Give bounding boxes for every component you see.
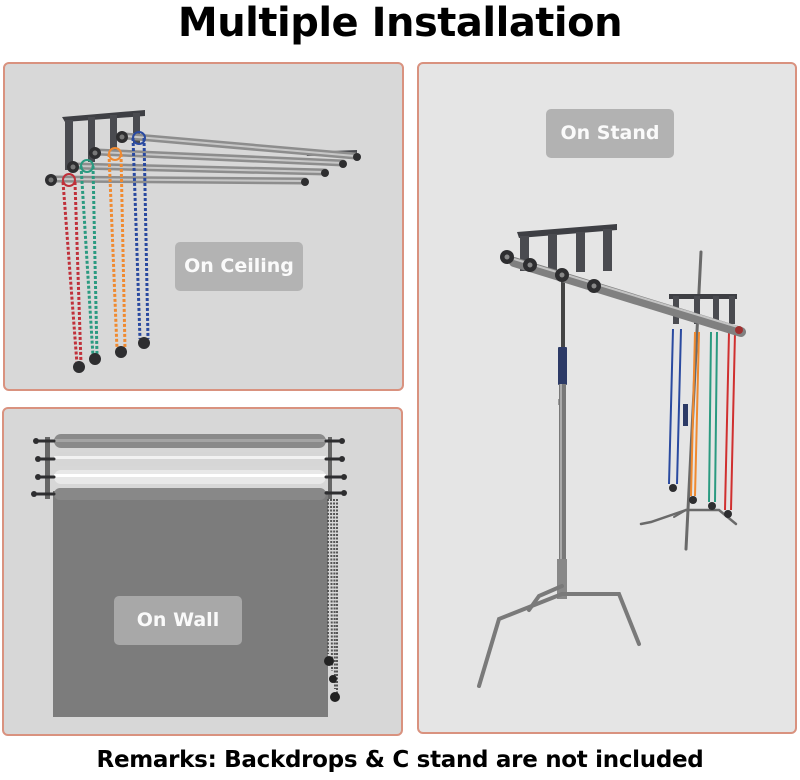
stand-rail-illustration	[477, 224, 746, 688]
remarks-note: Remarks: Backdrops & C stand are not inc…	[96, 747, 704, 773]
on-stand-label: On Stand	[546, 109, 674, 158]
page-title: Multiple Installation	[177, 0, 623, 46]
on-wall-label: On Wall	[114, 596, 242, 645]
on-ceiling-label: On Ceiling	[175, 242, 303, 291]
panel-on-stand: On Stand	[417, 62, 797, 734]
ceiling-rail-illustration	[45, 110, 361, 373]
panel-on-ceiling: On Ceiling	[3, 62, 404, 391]
panel-on-wall: On Wall	[2, 407, 403, 736]
wall-backdrop-illustration	[31, 434, 347, 717]
